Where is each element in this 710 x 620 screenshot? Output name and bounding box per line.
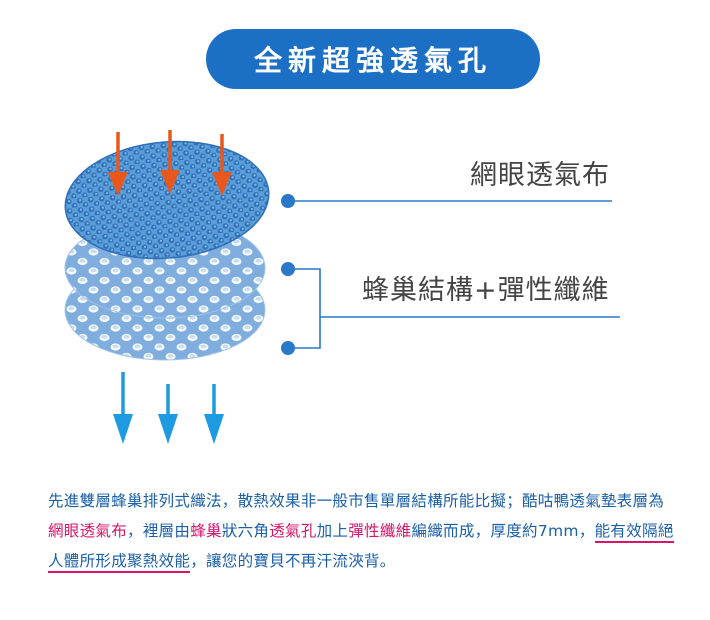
desc-underlined-claim: 能有效隔絕人體所形成聚熱效能 bbox=[48, 522, 674, 573]
breathable-layers-diagram bbox=[64, 130, 620, 444]
desc-text-4: 加上 bbox=[316, 522, 349, 540]
desc-highlight-mesh: 網眼透氣布 bbox=[48, 522, 128, 540]
desc-highlight-honeycomb: 蜂巢 bbox=[190, 522, 222, 540]
honeycomb-structure-label: 蜂巢結構+彈性纖維 bbox=[362, 275, 610, 306]
connector-dot-honeycomb-top bbox=[281, 262, 295, 276]
desc-highlight-elastic: 彈性纖維 bbox=[348, 522, 412, 540]
mesh-fabric-label: 網眼透氣布 bbox=[470, 160, 610, 191]
arrow-in-2 bbox=[160, 130, 180, 194]
arrow-out-1 bbox=[113, 372, 133, 444]
connector-lines bbox=[288, 200, 620, 349]
page-title: 全新超強透氣孔 bbox=[253, 44, 492, 77]
connector-dots bbox=[281, 194, 295, 355]
desc-text-6: ，讓您的寶貝不再汗流浹背。 bbox=[190, 552, 396, 570]
arrow-out-2 bbox=[158, 384, 178, 444]
airflow-out-arrows bbox=[113, 372, 224, 444]
desc-text-1: 先進雙層蜂巢排列式織法，散熱效果非一般市售單層結構所能比擬；酷咕鴨透氣墊表層為 bbox=[48, 492, 665, 510]
desc-text-3: 狀六角 bbox=[221, 522, 270, 540]
arrow-in-1 bbox=[108, 132, 128, 196]
airflow-in-arrows bbox=[108, 130, 232, 196]
description-paragraph: 先進雙層蜂巢排列式織法，散熱效果非一般市售單層結構所能比擬；酷咕鴨透氣墊表層為網… bbox=[48, 486, 678, 576]
desc-text-2: ，裡層由 bbox=[127, 522, 191, 540]
arrow-out-3 bbox=[204, 384, 224, 444]
arrow-in-3 bbox=[212, 134, 232, 196]
connector-dot-honeycomb-bottom bbox=[281, 341, 295, 355]
connector-dot-mesh bbox=[281, 194, 295, 208]
desc-highlight-vent: 透氣孔 bbox=[269, 522, 317, 540]
title-banner: 全新超強透氣孔 bbox=[206, 29, 540, 89]
desc-text-5: 編織而成，厚度約7mm， bbox=[411, 522, 595, 540]
mesh-layer-top bbox=[64, 140, 270, 260]
